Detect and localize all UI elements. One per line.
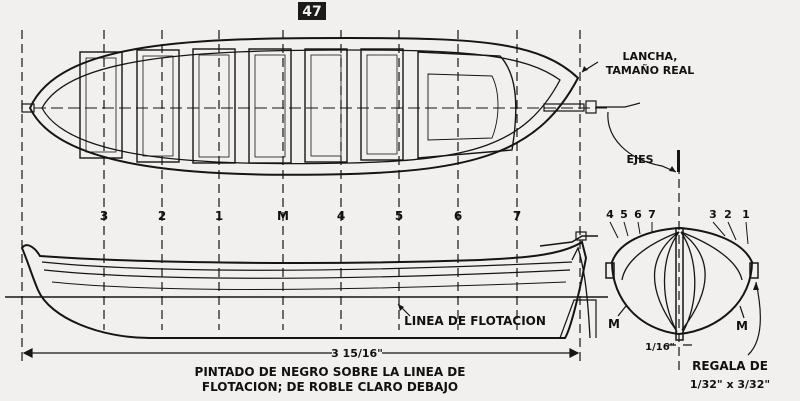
section-station-label: 6 [634,208,642,221]
gunwale-left [605,262,615,279]
page-number: 47 [302,4,321,20]
profile-sheer-strake-1 [41,261,573,271]
axes-pointer [607,111,677,173]
station-lines [21,30,680,372]
plan-thwarts [79,48,517,164]
boat-title-line1: LANCHA, [623,50,678,63]
profile-tiller [539,235,598,247]
plan-inner-hull [41,49,561,165]
station-label: 7 [513,209,521,223]
station-label: M [277,209,289,223]
thwart-1 [79,51,123,159]
thwart-6 [360,48,404,161]
midship-label-right: M [736,319,748,333]
station-label: 2 [158,209,166,223]
profile-sheer-strake-2 [43,269,571,279]
station-label: 4 [337,209,345,223]
section-view [605,226,759,341]
section-station-label: 7 [648,208,656,221]
plan-rudder [543,103,585,112]
section-station-label: 5 [620,208,628,221]
midship-label-left: M [608,317,620,331]
section-station-label: 4 [606,208,614,221]
page-number-badge: 47 [298,2,326,20]
station-label: 1 [215,209,223,223]
plan-tiller [596,102,641,108]
station-label: 3 [100,209,108,223]
length-dimension [22,348,580,358]
section-frame-left-1 [653,231,680,331]
section-station-labels: 4 5 6 7 3 2 1 [606,208,750,221]
profile-view [5,231,608,339]
section-outline [610,226,754,336]
boat-title-line2: TAMAÑO REAL [606,64,695,77]
section-leader-lines [609,221,749,245]
plan-outer-hull [28,36,580,176]
station-labels: 3 2 1 M 4 5 6 7 [100,209,521,223]
section-station-label: 3 [709,208,717,221]
thwart-2 [136,49,180,163]
section-frame-right-1 [680,231,706,331]
plan-view [21,36,641,176]
keel-width-label: 1/16" [645,342,675,353]
gunwale-label-line2: 1/32" x 3/32" [690,378,770,391]
profile-hull [20,240,588,339]
gunwale-right [749,262,759,279]
thwart-4 [248,48,292,164]
section-station-label: 2 [724,208,732,221]
station-label: 5 [395,209,403,223]
gunwale-label-line1: REGALA DE [692,359,768,373]
stern-seat [417,51,517,159]
thwart-3 [192,48,236,164]
axes-label: EJES [626,153,653,166]
waterline-label: LINEA DE FLOTACION [404,314,546,328]
thwart-5 [304,48,348,163]
note-line1: PINTADO DE NEGRO SOBRE LA LINEA DE [195,365,466,379]
section-keel [675,227,684,341]
profile-rudder [559,299,597,339]
profile-sternpost [571,246,591,339]
bow-cap [21,103,35,113]
note-line2: FLOTACION; DE ROBLE CLARO DEBAJO [202,380,458,394]
section-station-label: 1 [742,208,750,221]
station-label: 6 [454,209,462,223]
length-label: 3 15/16" [331,347,383,360]
